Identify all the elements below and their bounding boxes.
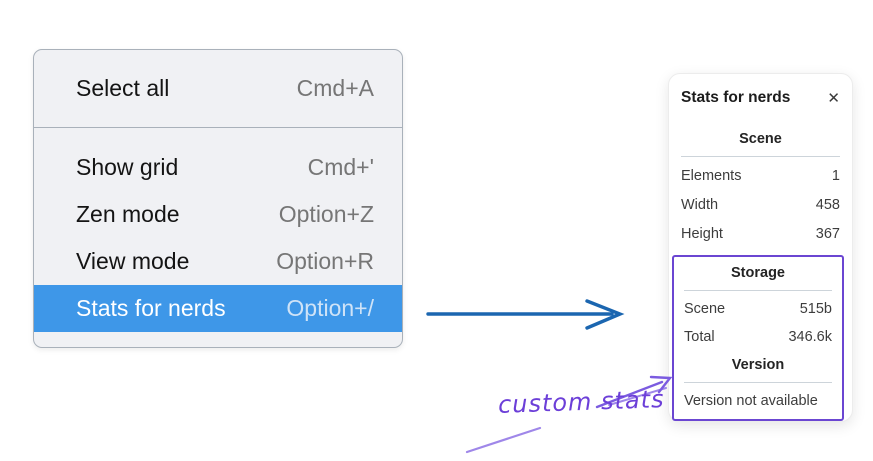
stat-label: Elements <box>681 168 742 184</box>
divider <box>681 156 840 157</box>
stat-value: 346.6k <box>788 329 832 345</box>
stat-label: Scene <box>684 301 726 317</box>
stat-row: Total 346.6k <box>682 327 834 347</box>
menu-item-shortcut: Cmd+A <box>296 75 374 101</box>
menu-item-label: Stats for nerds <box>76 295 226 321</box>
stats-panel-header: Stats for nerds ✕ <box>679 89 842 107</box>
stat-row: Width 458 <box>679 195 842 215</box>
divider <box>684 382 832 383</box>
stats-panel: Stats for nerds ✕ Scene Elements 1 Width… <box>668 73 853 422</box>
menu-item-label: View mode <box>76 248 190 274</box>
stat-value: 1 <box>831 168 840 184</box>
divider <box>684 290 832 291</box>
menu-item-label: Zen mode <box>76 201 180 227</box>
menu-group-top: Select all Cmd+A <box>34 50 402 127</box>
context-menu: Select all Cmd+A Show grid Cmd+' Zen mod… <box>33 49 403 348</box>
stat-row: Height 367 <box>679 224 842 244</box>
menu-item-select-all[interactable]: Select all Cmd+A <box>34 50 402 127</box>
section-heading: Version <box>731 357 785 373</box>
close-icon[interactable]: ✕ <box>827 89 840 107</box>
menu-item-shortcut: Option+Z <box>278 201 374 227</box>
stat-value: 458 <box>815 197 840 213</box>
section-heading: Scene <box>739 131 782 147</box>
section-version: Version Version not available <box>682 355 834 411</box>
menu-item-shortcut: Option+/ <box>286 295 374 321</box>
menu-item-zen-mode[interactable]: Zen mode Option+Z <box>34 191 402 238</box>
menu-separator <box>34 127 402 128</box>
stat-label: Height <box>681 226 723 242</box>
menu-item-label: Show grid <box>76 154 179 180</box>
custom-stats-highlight-box: Storage Scene 515b Total 346.6k Version … <box>672 255 844 421</box>
stat-row: Scene 515b <box>682 299 834 319</box>
menu-group-bottom: Show grid Cmd+' Zen mode Option+Z View m… <box>34 128 402 347</box>
annotation-flourish-stroke <box>465 426 542 454</box>
flow-arrow <box>426 299 625 330</box>
menu-item-stats-for-nerds[interactable]: Stats for nerds Option+/ <box>34 285 402 332</box>
section-scene: Scene Elements 1 Width 458 Height 367 <box>679 129 842 244</box>
version-note: Version not available <box>684 393 818 409</box>
custom-stats-annotation: custom stats <box>497 385 665 419</box>
section-heading: Storage <box>731 265 785 281</box>
menu-item-label: Select all <box>76 75 170 101</box>
stats-panel-title: Stats for nerds <box>681 89 791 106</box>
menu-item-shortcut: Option+R <box>276 248 374 274</box>
stat-value: 367 <box>815 226 840 242</box>
menu-item-show-grid[interactable]: Show grid Cmd+' <box>34 144 402 191</box>
section-storage: Storage Scene 515b Total 346.6k <box>682 263 834 347</box>
stat-row: Elements 1 <box>679 166 842 186</box>
stat-value: 515b <box>799 301 832 317</box>
menu-item-shortcut: Cmd+' <box>307 154 374 180</box>
stat-label: Width <box>681 197 719 213</box>
menu-item-view-mode[interactable]: View mode Option+R <box>34 238 402 285</box>
stat-label: Total <box>684 329 715 345</box>
